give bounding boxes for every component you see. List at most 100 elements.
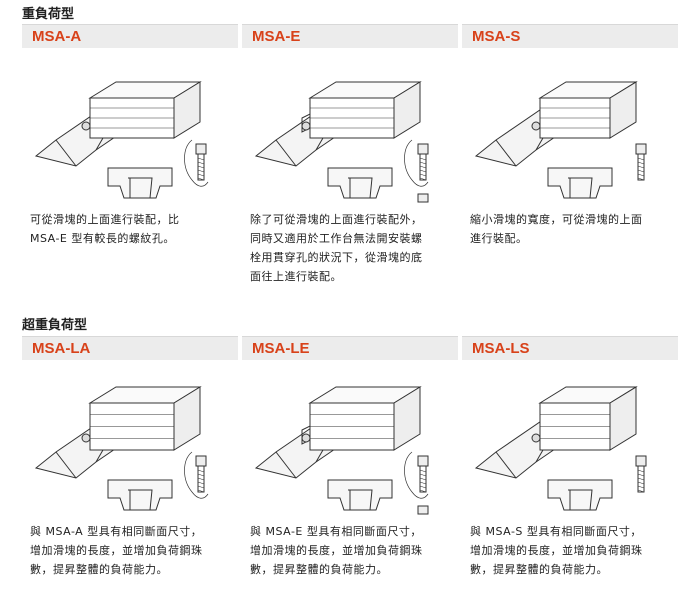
bolt-thread	[197, 165, 205, 169]
section-view	[547, 167, 613, 199]
guide-block-drawing	[254, 81, 429, 203]
product-name[interactable]: MSA-E	[242, 24, 458, 48]
bolt-thread	[419, 173, 427, 177]
product-description: 可從滑塊的上面進行裝配，比 MSA-E 型有較長的螺紋孔。	[30, 213, 180, 245]
product-name[interactable]: MSA-LA	[22, 336, 238, 360]
bolt-head-bottom	[417, 505, 429, 515]
bolt-shank	[419, 153, 427, 181]
bolt-thread	[197, 477, 205, 481]
product-card-msa-a[interactable]: MSA-A 可從滑塊的上面進行裝配，比 MSA-E 型有較長的螺紋孔。	[22, 24, 238, 248]
section-rail	[128, 177, 153, 199]
product-card-msa-la[interactable]: MSA-LA 與 MSA-A 型具有相同斷面尺寸， 增加滑塊的長度，並增加負荷鋼…	[22, 336, 238, 579]
bolt-thread	[637, 173, 645, 177]
bolt-thread	[197, 169, 205, 173]
bolt-thread	[197, 481, 205, 485]
bolt-thread	[197, 161, 205, 165]
section-rail	[568, 177, 593, 199]
bolt-thread	[197, 473, 205, 477]
product-image	[242, 360, 458, 518]
product-image	[22, 48, 238, 206]
bolt-shank	[197, 465, 205, 493]
product-card-msa-e[interactable]: MSA-E 除了可從滑塊的上面進行裝配外， 同時又適用於工作台無法開安裝螺 栓用…	[242, 24, 458, 286]
product-image	[242, 48, 458, 206]
grease-nipple	[81, 433, 91, 443]
bolt-shank	[637, 153, 645, 181]
bolt-head	[195, 455, 207, 467]
bolt-head	[195, 143, 207, 155]
bolt-thread	[419, 481, 427, 485]
block-side	[173, 81, 201, 139]
section-view	[107, 167, 173, 199]
grease-nipple	[81, 121, 91, 131]
block-side	[173, 386, 201, 451]
bolt-thread	[419, 165, 427, 169]
product-name[interactable]: MSA-A	[22, 24, 238, 48]
leader-curve	[184, 451, 209, 499]
guide-block-drawing	[34, 386, 209, 511]
bolt-thread	[419, 157, 427, 161]
guide-block-drawing	[34, 81, 209, 199]
block-side	[609, 386, 637, 451]
bolt-shank	[197, 153, 205, 181]
bolt-thread	[637, 473, 645, 477]
product-description: 除了可從滑塊的上面進行裝配外， 同時又適用於工作台無法開安裝螺 栓用貫穿孔的狀況…	[250, 213, 423, 283]
bolt-thread	[637, 169, 645, 173]
bolt-thread	[637, 485, 645, 489]
bolt-thread	[637, 481, 645, 485]
bolt-head	[417, 455, 429, 467]
bolt-thread	[637, 477, 645, 481]
leader-curve	[404, 139, 429, 187]
bolt-thread	[637, 489, 645, 493]
bolt-thread	[637, 177, 645, 181]
bolt-thread	[419, 469, 427, 473]
section-rail	[348, 489, 373, 511]
section-rail	[348, 177, 373, 199]
product-card-msa-le[interactable]: MSA-LE 與 MSA-E 型具有相同斷面尺寸， 增加滑塊的長度，並增加負荷鋼…	[242, 336, 458, 579]
leader-curve	[404, 451, 429, 499]
guide-block-drawing	[474, 81, 647, 199]
bolt-head	[635, 455, 647, 467]
bolt-thread	[419, 485, 427, 489]
grease-nipple	[531, 121, 541, 131]
bolt-thread	[419, 473, 427, 477]
product-card-msa-s[interactable]: MSA-S 縮小滑塊的寬度，可從滑塊的上面 進行裝配。	[462, 24, 678, 248]
section-view	[327, 167, 393, 199]
section-view	[327, 479, 393, 511]
section-view	[547, 479, 613, 511]
bolt-thread	[419, 177, 427, 181]
product-description: 與 MSA-S 型具有相同斷面尺寸， 增加滑塊的長度，並增加負荷鋼珠 數，提昇整…	[470, 525, 643, 576]
bolt-thread	[419, 489, 427, 493]
grease-nipple	[531, 433, 541, 443]
grease-nipple	[301, 433, 311, 443]
product-image	[462, 48, 678, 206]
bolt-thread	[197, 485, 205, 489]
bolt-thread	[197, 469, 205, 473]
bolt-head	[417, 143, 429, 155]
bolt-thread	[197, 177, 205, 181]
section-title-super-heavy-load: 超重負荷型	[22, 318, 88, 333]
leader-curve	[184, 139, 209, 187]
bolt-head-bottom	[417, 193, 429, 203]
bolt-thread	[637, 161, 645, 165]
product-card-msa-ls[interactable]: MSA-LS 與 MSA-S 型具有相同斷面尺寸， 增加滑塊的長度，並增加負荷鋼…	[462, 336, 678, 579]
guide-block-drawing	[254, 386, 429, 515]
product-name[interactable]: MSA-LS	[462, 336, 678, 360]
bolt-thread	[419, 477, 427, 481]
product-name[interactable]: MSA-S	[462, 24, 678, 48]
bolt-shank	[419, 465, 427, 493]
block-side	[393, 81, 421, 139]
bolt-thread	[197, 157, 205, 161]
bolt-thread	[197, 173, 205, 177]
grease-nipple	[301, 121, 311, 131]
bolt-thread	[419, 169, 427, 173]
bolt-thread	[637, 157, 645, 161]
bolt-thread	[637, 165, 645, 169]
product-description: 與 MSA-A 型具有相同斷面尺寸， 增加滑塊的長度，並增加負荷鋼珠 數，提昇整…	[30, 525, 203, 576]
block-side	[609, 81, 637, 139]
product-name[interactable]: MSA-LE	[242, 336, 458, 360]
bolt-thread	[637, 469, 645, 473]
guide-block-drawing	[474, 386, 647, 511]
section-rail	[568, 489, 593, 511]
bolt-head	[635, 143, 647, 155]
section-title-heavy-load: 重負荷型	[22, 7, 75, 22]
